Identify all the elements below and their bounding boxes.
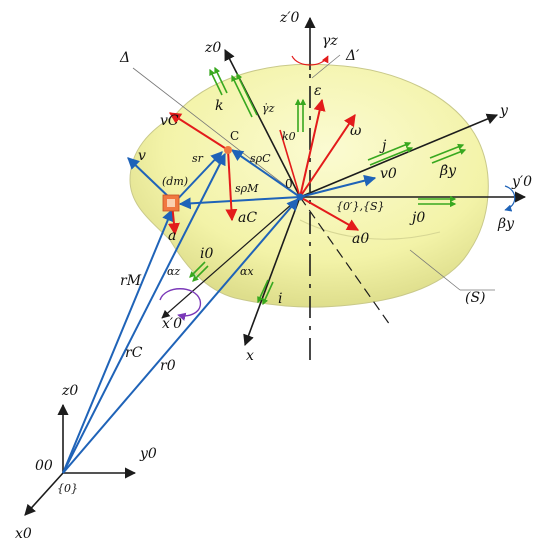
green-vectors — [189, 66, 467, 306]
beta-y-dot-vector — [429, 143, 465, 159]
origin-point — [296, 193, 304, 201]
vC-vector — [168, 112, 229, 151]
label-delta-prime: Δ′ — [345, 48, 360, 64]
label-y0-prime: y′0 — [511, 174, 532, 190]
label-epsilon: ε — [314, 83, 322, 99]
j-unit-vector — [367, 141, 412, 161]
label-z0-prime: z′0 — [279, 10, 300, 26]
label-frames: {0′},{S} — [336, 200, 385, 213]
label-dm: (dm) — [162, 175, 188, 188]
label-i: i — [278, 291, 282, 307]
k-unit-vector — [231, 74, 253, 118]
label-k0: k0 — [282, 130, 296, 143]
label-fixed-y0: y0 — [139, 446, 157, 462]
label-r0: r0 — [160, 358, 176, 374]
label-alpha-z: αz — [167, 265, 180, 278]
label-x0-prime: x′0 — [162, 316, 182, 332]
label-sr: sr — [192, 152, 204, 165]
rC-vector — [62, 152, 226, 474]
label-j: j — [379, 138, 387, 154]
label-a: a — [168, 228, 176, 244]
x-axis — [243, 196, 301, 347]
label-fixed-z0: z0 — [61, 383, 78, 399]
label-gamma-z-dot: γ̇z — [262, 102, 275, 115]
i0-unit-vector — [189, 261, 206, 278]
label-aC: aC — [238, 210, 257, 226]
label-s-rho-C: sρC — [250, 152, 271, 165]
epsilon-vector — [299, 98, 326, 198]
label-beta-y: βy — [497, 216, 515, 232]
label-v0: v0 — [380, 166, 397, 182]
label-x: x — [246, 348, 254, 364]
rM-vector — [62, 208, 174, 474]
fixed-x0-axis — [24, 472, 64, 516]
label-omega: ω — [350, 123, 362, 139]
label-y: y — [499, 103, 509, 119]
label-rC: rC — [125, 345, 143, 361]
label-beta-y-dot: β̇y — [439, 163, 457, 179]
label-k: k — [215, 98, 223, 114]
v0-vector — [299, 174, 377, 198]
label-a0: a0 — [352, 231, 369, 247]
label-fixed-x0: x0 — [15, 526, 32, 542]
x0-prime-axis — [161, 196, 301, 319]
label-vC: vC — [160, 113, 179, 129]
omega-vector — [299, 114, 356, 198]
center-of-mass-point — [224, 146, 232, 154]
aC-vector — [225, 149, 238, 222]
sr-vector — [171, 151, 223, 206]
label-rM: rM — [120, 273, 142, 289]
r0-vector — [62, 198, 299, 474]
label-S: (S) — [465, 290, 486, 306]
beta-y-arc — [504, 185, 516, 212]
z-unit-red — [279, 129, 301, 198]
label-j0: j0 — [409, 210, 425, 226]
label-delta: Δ — [119, 50, 130, 66]
alpha-z-arc — [159, 288, 202, 321]
label-C: C — [230, 129, 239, 143]
rigid-body-shape — [129, 63, 489, 308]
gamma-z-dot-vector — [209, 68, 223, 96]
delta-prime-leader — [311, 54, 341, 79]
label-v: v — [138, 148, 146, 164]
y-axis — [299, 113, 499, 198]
label-gamma-z: γz — [322, 33, 338, 49]
s-rho-C-vector — [231, 149, 301, 198]
v-vector — [127, 157, 173, 201]
label-i0: i0 — [200, 246, 213, 262]
rigid-body-fold — [299, 219, 441, 240]
gamma-z-arc — [291, 55, 329, 66]
labels: z′0 γz Δ′ Δ z0 k γ̇z vC C ε k0 ω j y β̇y… — [15, 10, 532, 542]
s-rho-M-vector — [178, 196, 301, 210]
label-alpha-x: αx — [240, 265, 254, 278]
S-leader — [409, 249, 461, 291]
delta-prime-dashed — [299, 196, 391, 326]
label-z0-body: z0 — [204, 40, 221, 56]
label-s-rho-M: sρM — [235, 182, 259, 195]
a0-vector — [299, 196, 360, 231]
label-frame0: {0} — [57, 482, 78, 495]
i-unit-vector — [257, 279, 269, 304]
label-origin-zero: 0 — [285, 177, 293, 191]
delta-line — [132, 67, 301, 198]
label-O0: 00 — [35, 458, 53, 474]
